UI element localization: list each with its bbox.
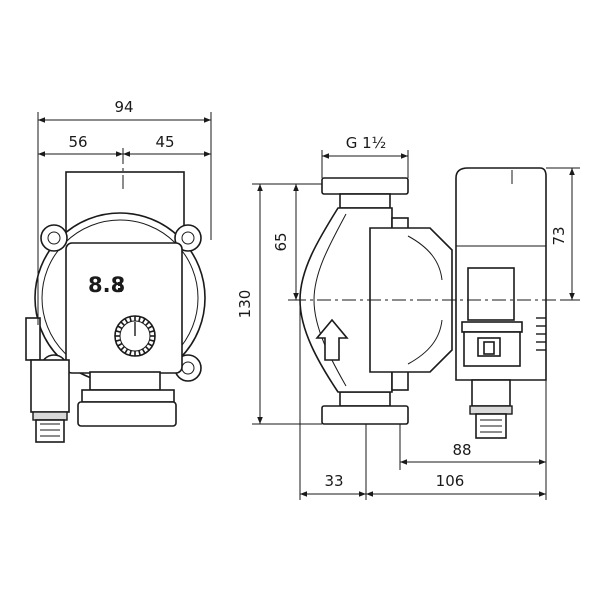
knob-scale-ticks xyxy=(115,316,155,356)
knob-tick xyxy=(138,316,141,322)
knob-tick xyxy=(120,321,125,326)
dim-label-45: 45 xyxy=(155,133,174,151)
front-cable-gland xyxy=(25,317,70,443)
knob-tick xyxy=(124,348,129,354)
knob-tick xyxy=(117,325,123,330)
side-dimensions: G 1½ 130 65 73 88 33 106 xyxy=(236,134,580,500)
knob-tick xyxy=(117,342,123,347)
dim-label-130: 130 xyxy=(236,290,254,319)
side-view xyxy=(292,167,560,439)
dim-label-88: 88 xyxy=(452,441,471,459)
dim-label-thread: G 1½ xyxy=(346,134,386,152)
front-bottom-flange xyxy=(77,371,177,427)
side-bottom-flange xyxy=(321,405,409,425)
front-dimensions: 94 56 45 xyxy=(37,98,212,325)
knob-tick xyxy=(138,350,141,356)
knob-tick xyxy=(129,350,132,356)
knob-tick xyxy=(120,346,125,351)
side-cable-gland xyxy=(469,379,513,439)
knob-tick xyxy=(147,325,153,330)
knob-tick xyxy=(141,348,146,354)
knob-tick xyxy=(115,339,121,342)
side-bottom-neck xyxy=(339,391,391,407)
side-top-neck xyxy=(339,193,391,209)
side-head-ribs xyxy=(407,235,443,365)
flow-direction-arrow-icon xyxy=(315,318,349,361)
front-view: 8.8 xyxy=(25,150,206,443)
knob-tick xyxy=(145,321,150,326)
knob-tick xyxy=(149,330,155,333)
side-top-flange xyxy=(321,177,409,195)
dim-label-106: 106 xyxy=(436,472,465,490)
knob-tick xyxy=(147,342,153,347)
knob-tick xyxy=(129,316,132,322)
display-indicator-2 xyxy=(118,288,122,292)
dim-label-94: 94 xyxy=(114,98,133,116)
side-connector-plug xyxy=(461,321,523,367)
display-indicator-1 xyxy=(118,282,122,286)
dim-label-56: 56 xyxy=(68,133,87,151)
knob-tick xyxy=(141,318,146,324)
side-terminal-box xyxy=(467,267,515,321)
dim-label-33: 33 xyxy=(324,472,343,490)
knob-tick xyxy=(115,330,121,333)
knob-tick xyxy=(149,339,155,342)
knob-tick xyxy=(145,346,150,351)
motor-grip-ribs xyxy=(536,317,546,351)
dim-label-73: 73 xyxy=(550,226,568,245)
dim-label-65: 65 xyxy=(272,232,290,251)
knob-tick xyxy=(124,318,129,324)
